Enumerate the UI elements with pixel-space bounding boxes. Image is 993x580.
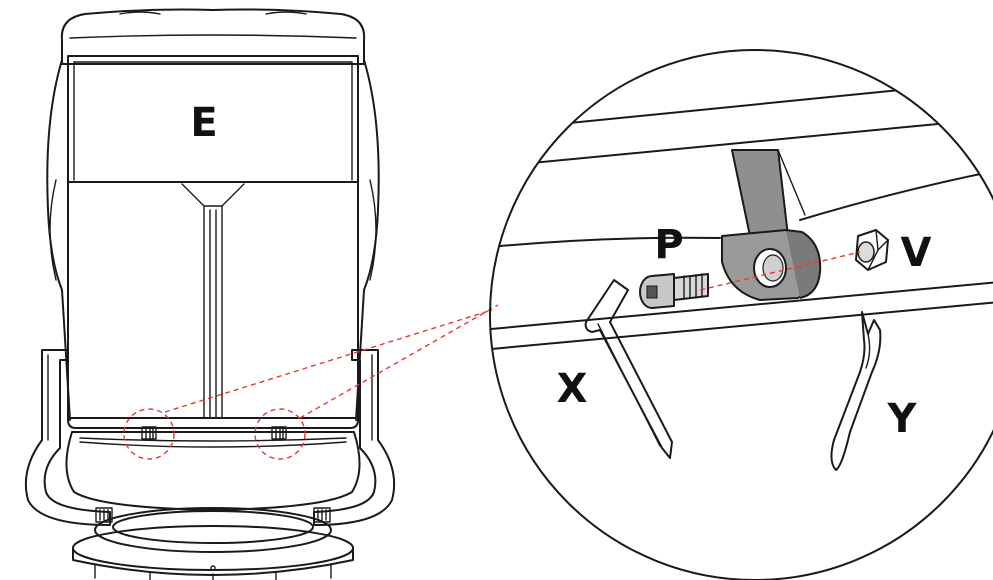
seat-frame-rails: [490, 79, 993, 351]
nut: [855, 229, 889, 271]
mounting-bracket: [721, 149, 822, 301]
seat-cushion: [65, 431, 361, 511]
bolt-axis: [699, 251, 861, 291]
label-bolt: P: [654, 222, 683, 268]
label-nut: V: [901, 230, 932, 276]
bolt: [639, 273, 709, 309]
callout-line-left: [164, 309, 493, 413]
hex-key: [584, 279, 673, 459]
left-armrest: [24, 349, 113, 526]
backrest: [46, 8, 380, 442]
wrench: [830, 311, 882, 471]
right-mount-clip: [271, 426, 287, 440]
magnified-detail: P V X Y: [489, 49, 993, 580]
label-wrench: Y: [887, 396, 918, 442]
callout-line-right: [299, 304, 499, 419]
chair-base: [72, 507, 354, 580]
detail-callout: [123, 304, 499, 460]
label-backrest: E: [190, 100, 217, 146]
chair-illustration: E: [24, 8, 396, 580]
right-armrest: [313, 349, 396, 526]
label-hex-key: X: [557, 366, 588, 412]
callout-circle-right: [254, 408, 306, 460]
left-mount-clip: [141, 426, 157, 440]
callout-circle-left: [123, 408, 175, 460]
detail-circle: [489, 49, 993, 580]
